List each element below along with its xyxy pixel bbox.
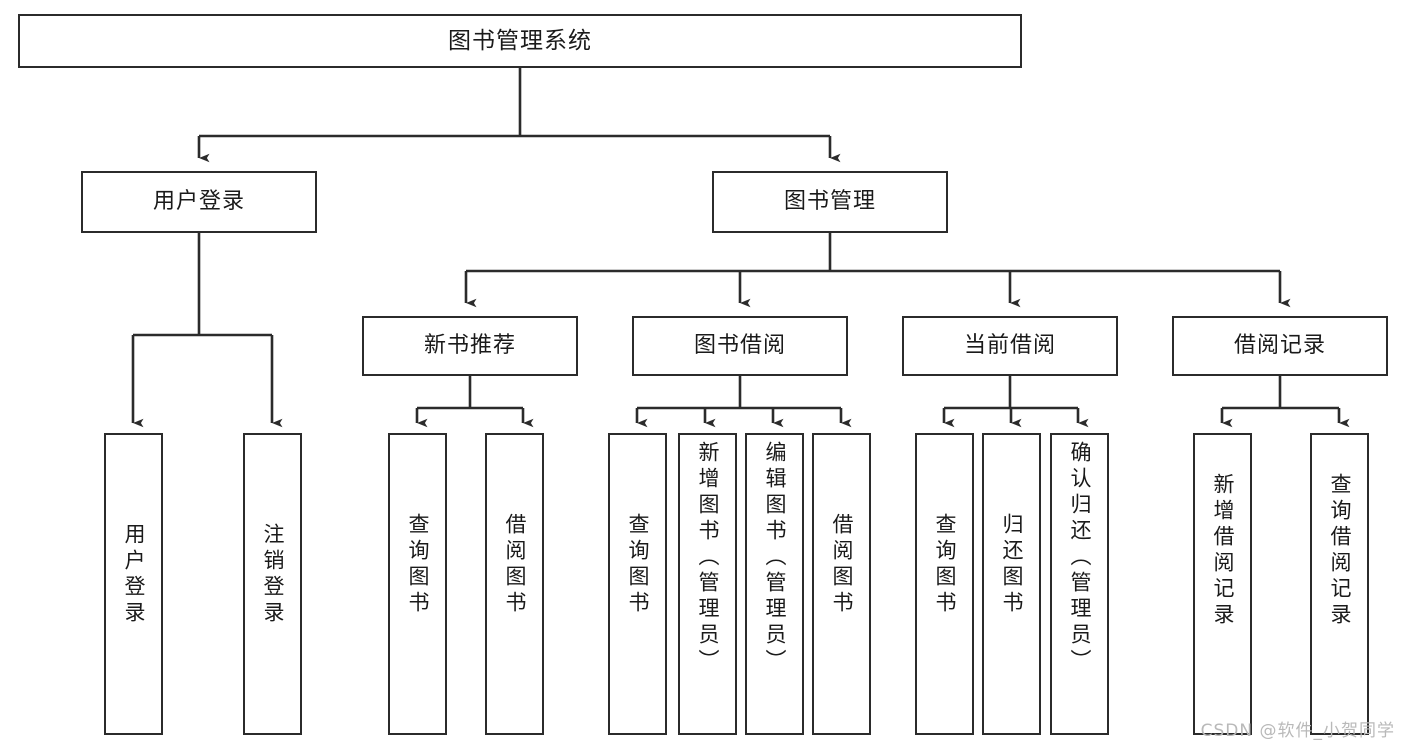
leaf-user-login[interactable]: 用户登录 <box>104 433 163 735</box>
leaf-edit-book-admin[interactable]: 编辑图书（管理员） <box>745 433 804 735</box>
node-label: 新增图书（管理员） <box>696 441 720 675</box>
node-label: 确认归还（管理员） <box>1068 441 1092 675</box>
node-label: 归还图书 <box>1000 513 1024 617</box>
node-label: 图书管理 <box>783 189 876 215</box>
node-label: 借阅图书 <box>830 513 854 617</box>
leaf-borrow-book-recommend[interactable]: 借阅图书 <box>485 433 544 735</box>
node-label: 图书管理系统 <box>448 27 592 54</box>
leaf-confirm-return-admin[interactable]: 确认归还（管理员） <box>1050 433 1109 735</box>
node-label: 查询图书 <box>406 513 430 617</box>
node-label: 新书推荐 <box>423 333 516 359</box>
node-label: 注销登录 <box>261 523 285 627</box>
leaf-query-book-borrow[interactable]: 查询图书 <box>608 433 667 735</box>
leaf-add-borrow-record[interactable]: 新增借阅记录 <box>1193 433 1252 735</box>
leaf-return-book[interactable]: 归还图书 <box>982 433 1041 735</box>
node-label: 用户登录 <box>122 523 146 627</box>
node-label: 借阅记录 <box>1233 333 1326 359</box>
node-borrow-record[interactable]: 借阅记录 <box>1172 316 1388 376</box>
node-label: 用户登录 <box>152 189 245 215</box>
leaf-query-borrow-record[interactable]: 查询借阅记录 <box>1310 433 1369 735</box>
node-label: 查询图书 <box>626 513 650 617</box>
leaf-add-book-admin[interactable]: 新增图书（管理员） <box>678 433 737 735</box>
node-book-management[interactable]: 图书管理 <box>712 171 948 233</box>
node-new-book-recommend[interactable]: 新书推荐 <box>362 316 578 376</box>
node-label: 查询图书 <box>933 513 957 617</box>
node-label: 查询借阅记录 <box>1328 473 1352 629</box>
node-label: 借阅图书 <box>503 513 527 617</box>
node-label: 当前借阅 <box>963 333 1056 359</box>
node-current-borrow[interactable]: 当前借阅 <box>902 316 1118 376</box>
node-user-login[interactable]: 用户登录 <box>81 171 317 233</box>
leaf-borrow-book-borrow[interactable]: 借阅图书 <box>812 433 871 735</box>
node-book-borrow[interactable]: 图书借阅 <box>632 316 848 376</box>
leaf-logout[interactable]: 注销登录 <box>243 433 302 735</box>
node-root-book-management-system[interactable]: 图书管理系统 <box>18 14 1022 68</box>
node-label: 编辑图书（管理员） <box>763 441 787 675</box>
node-label: 新增借阅记录 <box>1211 473 1235 629</box>
leaf-query-book-recommend[interactable]: 查询图书 <box>388 433 447 735</box>
leaf-query-book-current[interactable]: 查询图书 <box>915 433 974 735</box>
node-label: 图书借阅 <box>693 333 786 359</box>
